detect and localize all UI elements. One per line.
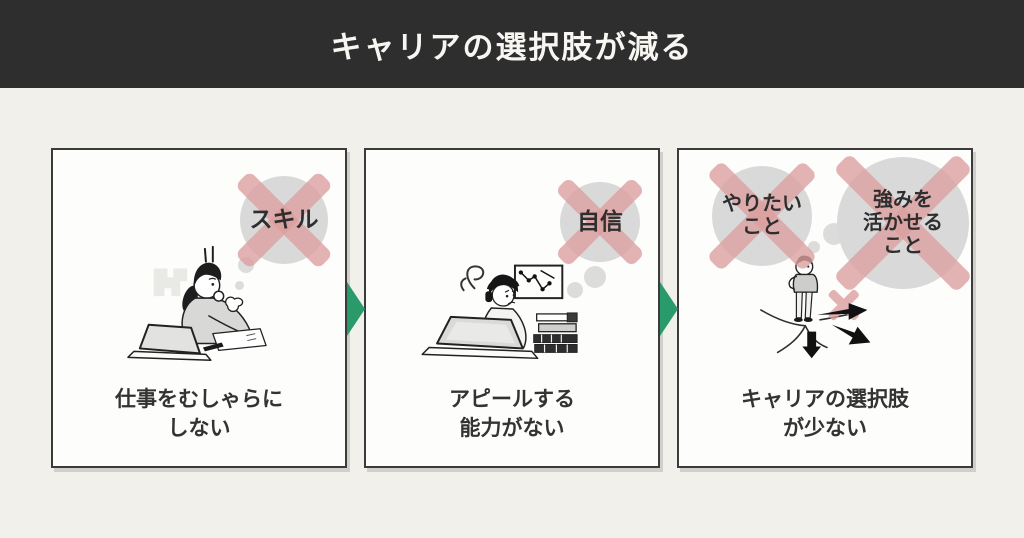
- header-bar: キャリアの選択肢が減る: [0, 0, 1024, 88]
- illustration-person-confused-at-laptop: [421, 264, 578, 360]
- card-caption: 仕事をむしゃらに しない: [115, 388, 283, 441]
- crossed-out-bubble-skill: スキル: [234, 170, 334, 270]
- card-step-1: スキル 仕事をむしゃらに しない: [51, 148, 347, 468]
- thought-dot: [235, 281, 244, 290]
- crossed-out-bubble-strengths: 強みを 活かせる こと: [833, 153, 973, 293]
- flow-arrow-icon: [347, 282, 365, 336]
- crossed-out-bubble-what-i-want: やりたい こと: [706, 160, 818, 272]
- card-step-3: やりたい こと 強みを 活かせる こと キャリアの選択肢 が少ない: [677, 148, 973, 468]
- bubble-label: やりたい こと: [722, 193, 802, 238]
- card-caption: アピールする 能力がない: [449, 388, 575, 441]
- flow-arrow-icon: [660, 282, 678, 336]
- bubble-label: 自信: [577, 208, 623, 235]
- illustration-person-working-hard-at-desk: [127, 245, 267, 362]
- thought-dot: [584, 266, 606, 288]
- bubble-label: 強みを 活かせる こと: [863, 188, 943, 257]
- illustration-person-at-crossroads: [760, 255, 871, 359]
- thought-dot: [567, 282, 583, 298]
- bubble-label: スキル: [249, 206, 319, 233]
- page-title: キャリアの選択肢が減る: [330, 29, 694, 65]
- card-step-2: 自信 アピールする 能力がない: [364, 148, 660, 468]
- card-caption: キャリアの選択肢 が少ない: [741, 388, 909, 441]
- crossed-out-bubble-confidence: 自信: [555, 177, 645, 267]
